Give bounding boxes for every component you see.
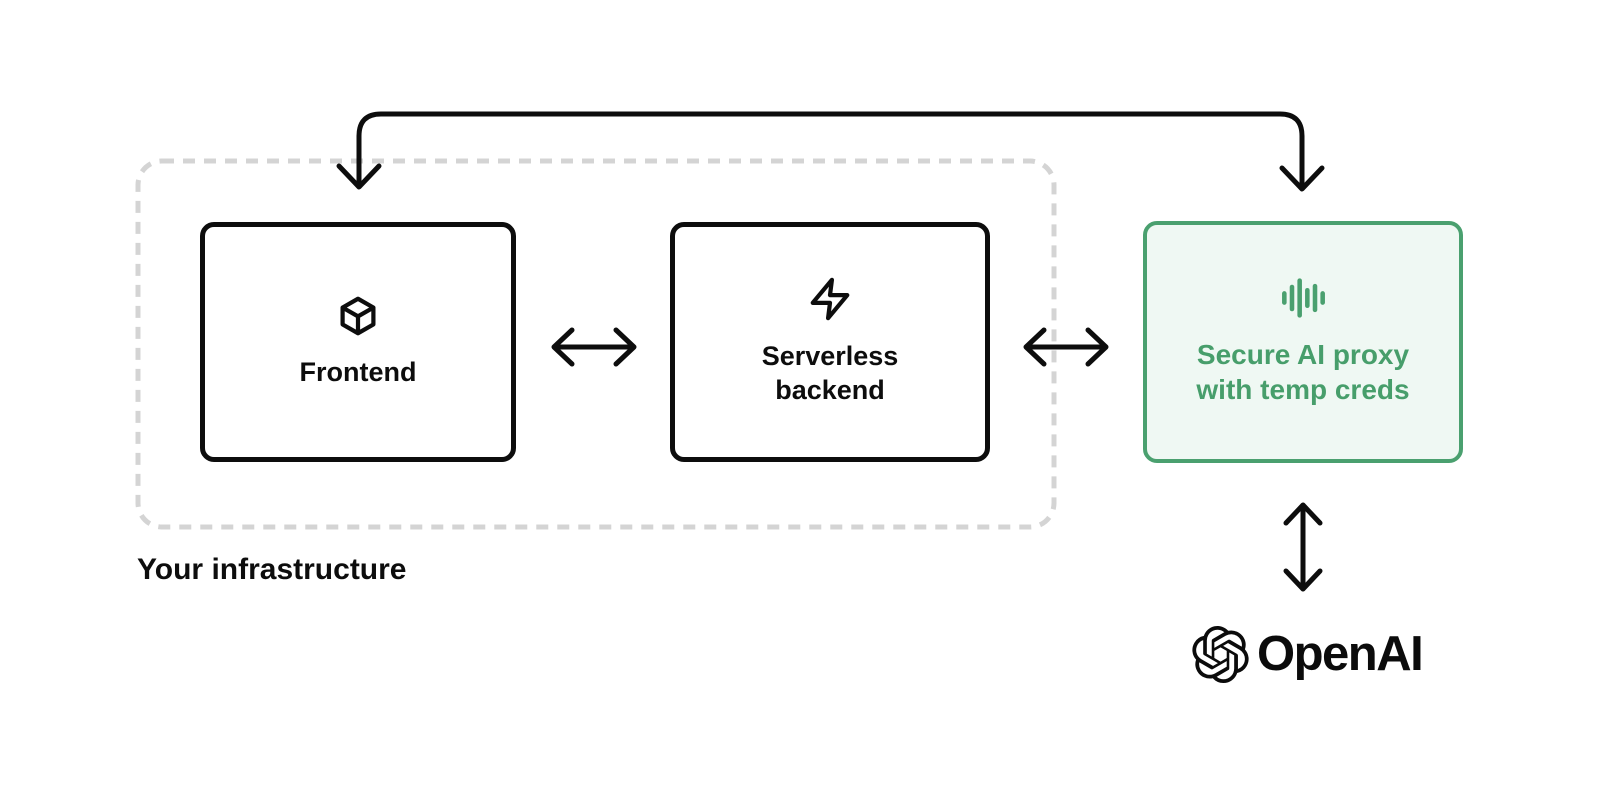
node-frontend: Frontend [200,222,516,462]
arrowhead-left-icon [551,327,575,367]
arrowhead-right-icon [613,327,637,367]
node-serverless-backend-label: Serverless backend [761,341,899,405]
node-serverless-backend: Serverless backend [670,222,990,462]
arrowhead-right-icon [1085,327,1109,367]
waveform-icon [1281,278,1325,318]
node-secure-ai-proxy-label: Secure AI proxy with temp creds [1196,339,1410,405]
arrowhead-down-icon [1283,568,1323,592]
arrowhead-down-icon [336,163,382,190]
node-secure-ai-proxy: Secure AI proxy with temp creds [1143,221,1463,463]
infrastructure-label: Your infrastructure [137,553,407,586]
openai-logo-icon [1192,625,1249,683]
arrowhead-up-icon [1283,502,1323,526]
arrow-backend-proxy [1023,327,1109,367]
openai-brand: OpenAI [1192,622,1424,686]
openai-wordmark: OpenAI [1257,627,1424,681]
cube-icon [340,296,376,336]
node-frontend-label: Frontend [299,357,417,388]
lightning-icon [810,277,850,321]
arrowhead-left-icon [1023,327,1047,367]
arrowhead-down-icon [1279,165,1325,192]
arrow-frontend-proxy-top-route [336,111,1325,192]
arrow-proxy-openai [1283,502,1323,592]
arrow-frontend-backend [551,327,637,367]
